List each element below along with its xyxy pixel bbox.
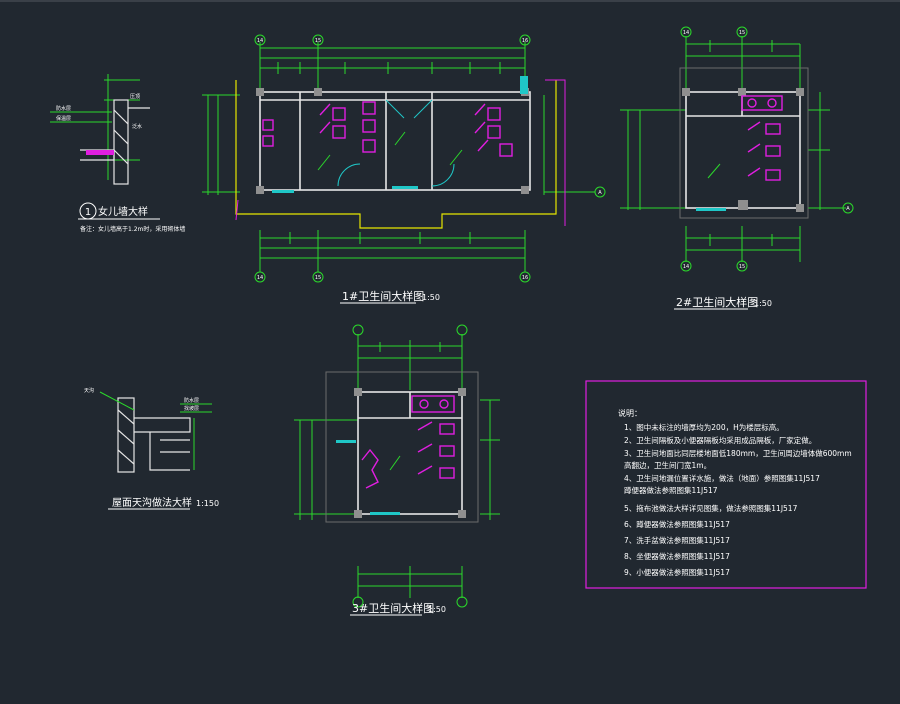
plan-1-axis-bottom-2: 15 (315, 275, 321, 281)
notes-list: 1、图中未标注的墙厚均为200，H为楼层标高。 2、卫生间隔板及小便器隔板均采用成… (624, 422, 852, 577)
note-item: 4、卫生间地漏位置详水施，做法（地面）参照图集11J517 (624, 473, 820, 483)
svg-text:泛水: 泛水 (132, 123, 142, 130)
note-item: 9、小便器做法参照图集11J517 (624, 567, 730, 577)
parapet-detail: 防水层 保温层 压顶 泛水 (50, 74, 150, 185)
svg-text:防水层: 防水层 (56, 105, 71, 112)
plan-1-axis-bottom-1: 14 (257, 275, 263, 281)
note-item: 5、拖布池做法大样详见图集，做法参照图集11J517 (624, 503, 798, 513)
note-item: 6、蹲便器做法参照图集11J517 (624, 519, 730, 529)
plan-2: 14 15 14 15 A (620, 26, 854, 272)
plan-3 (294, 324, 500, 608)
plan-3-title: 3#卫生间大样图 (352, 601, 434, 615)
canopy-detail: 天沟 防水层 找坡层 (84, 387, 212, 473)
plan-1-scale: 1:50 (422, 293, 440, 302)
plan-1-axis-top-3: 16 (522, 38, 528, 44)
note-item: 1、图中未标注的墙厚均为200，H为楼层标高。 (624, 422, 784, 432)
canopy-detail-scale: 1:150 (196, 499, 219, 508)
svg-text:防水层: 防水层 (184, 397, 199, 404)
plan-1-axis-top-1: 14 (257, 38, 263, 44)
plan-2-axis-bottom-2: 15 (739, 264, 745, 270)
plan-2-axis-bottom-1: 14 (683, 264, 689, 270)
parapet-detail-note: 备注：女儿墙高于1.2m时，采用砌体墙 (80, 225, 185, 233)
plan-1-axis-right: A (598, 190, 602, 196)
svg-text:压顶: 压顶 (130, 94, 140, 100)
svg-text:找坡层: 找坡层 (184, 405, 199, 412)
notes-box (585, 380, 867, 589)
svg-text:天沟: 天沟 (84, 387, 94, 394)
plan-1: 14 15 16 14 15 16 A (202, 34, 606, 283)
note-item: 2、卫生间隔板及小便器隔板均采用成品隔板，厂家定做。 (624, 435, 816, 445)
note-item: 7、洗手盆做法参照图集11J517 (624, 535, 730, 545)
plan-1-axis-bottom-3: 16 (522, 275, 528, 281)
parapet-detail-number: 1 (85, 207, 91, 218)
plan-2-axis-right: A (846, 206, 850, 212)
plan-2-axis-top-1: 14 (683, 30, 689, 36)
note-item: 3、卫生间地面比同层楼地面低180mm，卫生间周边墙体做600mm (624, 448, 852, 458)
plan-3-scale: 1:50 (428, 605, 446, 614)
parapet-detail-title: 女儿墙大样 (98, 205, 148, 218)
note-item: 蹲便器做法参照图集11J517 (624, 485, 718, 495)
plan-1-axis-top-2: 15 (315, 38, 321, 44)
canopy-detail-title: 屋面天沟做法大样 (112, 496, 192, 509)
plan-2-scale: 1:50 (754, 299, 772, 308)
plan-1-title: 1#卫生间大样图 (342, 289, 424, 303)
plan-2-axis-top-2: 15 (739, 30, 745, 36)
svg-text:保温层: 保温层 (56, 115, 71, 122)
note-item: 高翻边，卫生间门宽1m。 (624, 460, 711, 470)
plan-2-title: 2#卫生间大样图 (676, 295, 758, 309)
notes-heading: 说明： (618, 408, 642, 418)
note-item: 8、坐便器做法参照图集11J517 (624, 551, 730, 561)
